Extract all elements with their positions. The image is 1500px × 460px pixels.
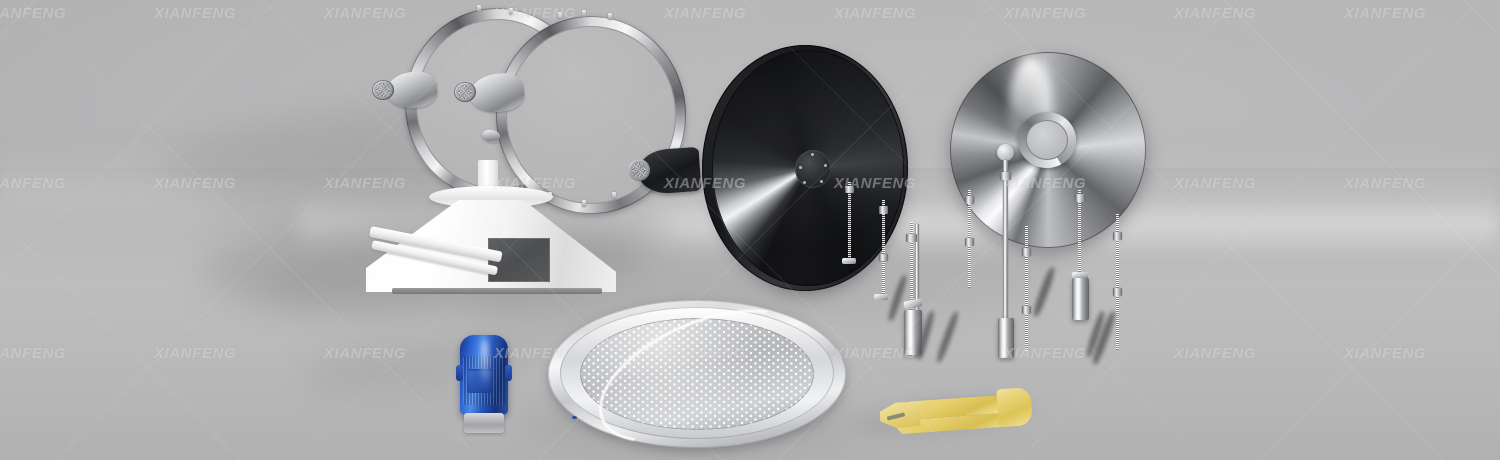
rod-nut	[1000, 172, 1011, 180]
dark-disc-hub-screw	[803, 181, 806, 184]
rod-nut	[1113, 288, 1122, 296]
rod-assemblies	[842, 144, 1160, 380]
rod-canister	[998, 318, 1014, 358]
rod-shadow	[934, 310, 961, 364]
rod-nut	[906, 234, 917, 242]
dark-disc	[628, 45, 910, 293]
rod-nut	[845, 186, 854, 193]
wrench-head-round	[996, 387, 1033, 428]
clamp-ring-rear-bolt	[477, 5, 481, 12]
rod-shaft	[915, 224, 919, 310]
motor-highlight	[481, 339, 489, 390]
clamp-ring-front-knurled-tip-icon	[454, 82, 476, 102]
rod-clip	[1072, 272, 1088, 279]
rod-shadow	[1031, 266, 1057, 318]
rod-nut	[965, 238, 974, 246]
rod-shaft	[1003, 160, 1008, 322]
chrome-disc	[950, 52, 1150, 252]
clamp-ring-front-bolt	[558, 12, 562, 19]
rod-clip	[874, 294, 888, 300]
motor-base-flange	[464, 413, 504, 433]
rod-ball-cap	[997, 144, 1014, 161]
dark-disc-spout-tip-icon	[628, 159, 650, 181]
rod-nut	[1022, 306, 1031, 314]
rod-clip	[903, 298, 923, 310]
rod-canister	[1072, 278, 1089, 320]
clamp-ring-front	[454, 10, 686, 214]
white-hopper	[360, 160, 620, 305]
sieve-plate-marker	[572, 416, 577, 419]
rod-nut	[1022, 248, 1031, 256]
dark-disc-hub-screw	[820, 180, 823, 183]
clamp-ring-rear-knurled-tip-icon	[372, 80, 394, 100]
rod-shaft	[882, 200, 885, 300]
hopper-base-plate	[392, 288, 602, 294]
rod-shaft	[1078, 190, 1081, 286]
clamp-ring-front-bolt	[608, 13, 612, 20]
clamp-ring-rear-bolt	[509, 8, 513, 15]
clamp-ring-front-bolt	[582, 10, 586, 17]
dark-disc-hub	[795, 150, 831, 188]
dark-disc-hub-screw	[799, 166, 802, 169]
hopper-neck	[478, 160, 498, 192]
dark-disc-hub-screw	[824, 164, 827, 167]
rod-canister	[904, 310, 922, 355]
rod-shaft	[1116, 214, 1119, 350]
rod-nut	[1113, 232, 1122, 240]
rod-nut	[879, 254, 888, 261]
blue-motor	[456, 335, 512, 433]
rod-clip	[842, 258, 856, 264]
motor-housing	[460, 335, 508, 415]
motor-lifting-eye	[456, 365, 463, 381]
rod-shaft	[848, 182, 851, 262]
sieve-plate	[548, 282, 848, 460]
chrome-disc-center-bore	[1026, 120, 1068, 160]
rod-nut	[1075, 194, 1085, 202]
yellow-wrench	[878, 382, 1041, 447]
rod-shaft	[910, 222, 913, 312]
rod-nut	[879, 206, 888, 214]
clamp-ring-front-bolt	[612, 192, 616, 199]
rod-nut	[965, 196, 974, 204]
dark-disc-hub-screw	[811, 153, 814, 156]
rod-shaft	[1025, 226, 1028, 351]
clamp-ring-front-bolt	[582, 200, 586, 207]
motor-lifting-eye	[505, 365, 512, 381]
sieve-plate-perforated-mesh	[580, 318, 814, 430]
